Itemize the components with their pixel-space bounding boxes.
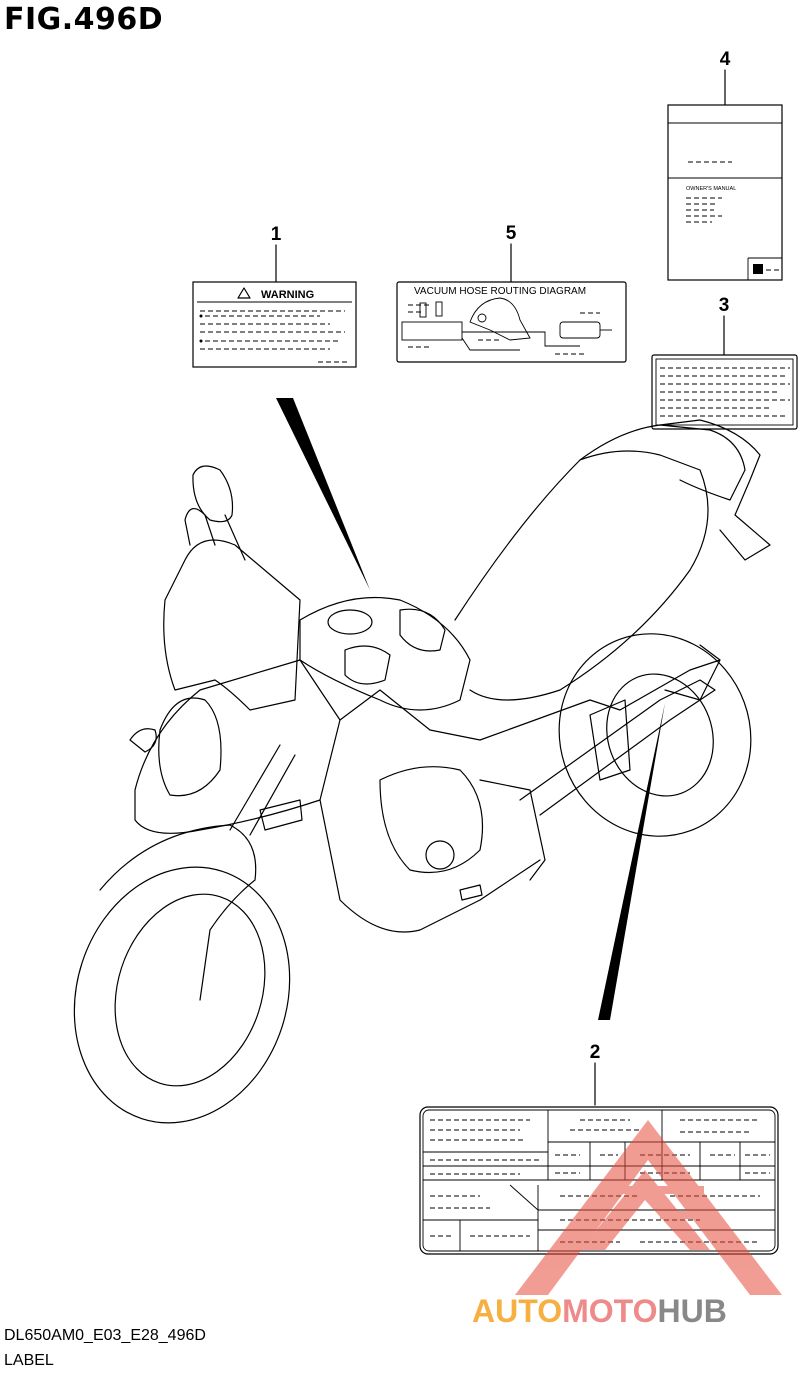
callout-1: 1 (270, 224, 282, 245)
manual-text: OWNER'S MANUAL (686, 186, 736, 192)
callout-3: 3 (718, 295, 730, 316)
figure-caption: LABEL (4, 1352, 54, 1369)
leader-wedge-2 (598, 703, 665, 1020)
watermark-text: AUTOMOTOHUB (472, 1293, 727, 1329)
vacuum-hose-label: VACUUM HOSE ROUTING DIAGRAM (396, 243, 627, 363)
callout-5: 5 (505, 223, 517, 244)
warning-text: WARNING (261, 289, 314, 301)
figure-code: DL650AM0_E03_E28_496D (4, 1327, 206, 1344)
figure-title: FIG.496D (4, 2, 164, 37)
label-3 (651, 315, 798, 430)
watermark-hub: HUB (657, 1293, 726, 1329)
motorcycle-drawing (73, 419, 771, 1124)
callout-4: 4 (719, 49, 731, 70)
warning-label: WARNING (192, 244, 357, 368)
vacuum-diagram-title: VACUUM HOSE ROUTING DIAGRAM (414, 286, 586, 297)
owners-manual-booklet: OWNER'S MANUAL (667, 69, 783, 281)
warning-triangle-icon (237, 287, 251, 299)
leader-wedge-1 (276, 398, 370, 590)
logo-icon (753, 264, 763, 274)
callout-2: 2 (589, 1042, 601, 1063)
watermark-moto: MOTO (562, 1293, 657, 1329)
watermark-auto: AUTO (472, 1293, 562, 1329)
watermark-logo (515, 1120, 782, 1295)
